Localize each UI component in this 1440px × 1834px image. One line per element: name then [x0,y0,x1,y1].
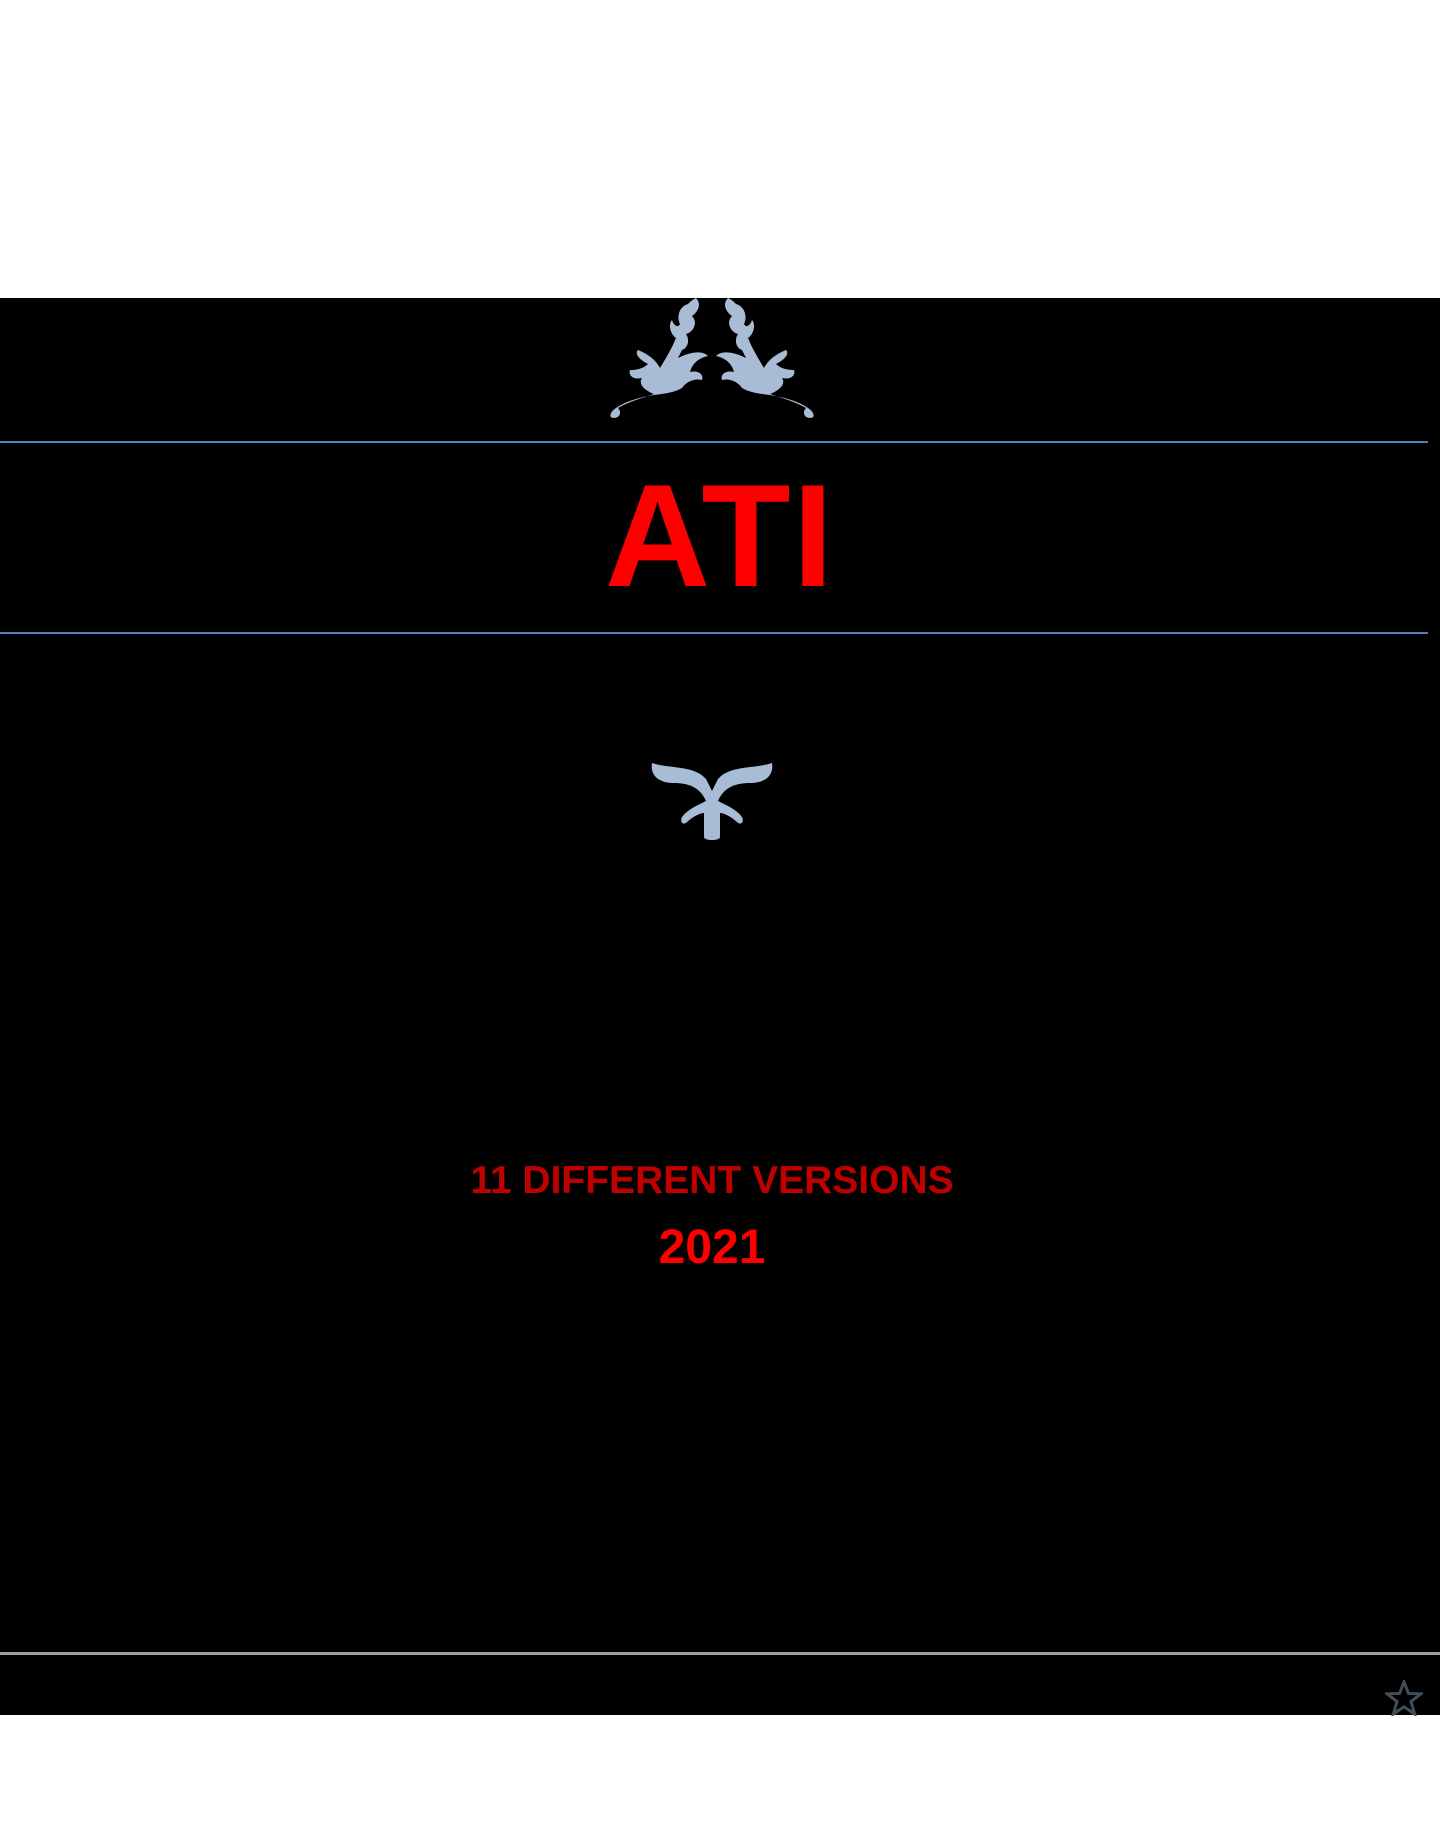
document-title: ATI [604,454,836,617]
star-outline-icon [1385,1680,1423,1716]
document-year: 2021 [658,1221,766,1274]
fleuron-icon [651,763,773,840]
cover-page: ATI 11 DIFFERENT VERSIONS 2021 [0,298,1440,1716]
bottom-divider [0,1652,1440,1655]
floral-flourish-icon [610,298,814,418]
title-divider [0,632,1428,634]
document-subtitle: 11 DIFFERENT VERSIONS [470,1159,954,1202]
top-divider [0,441,1428,443]
